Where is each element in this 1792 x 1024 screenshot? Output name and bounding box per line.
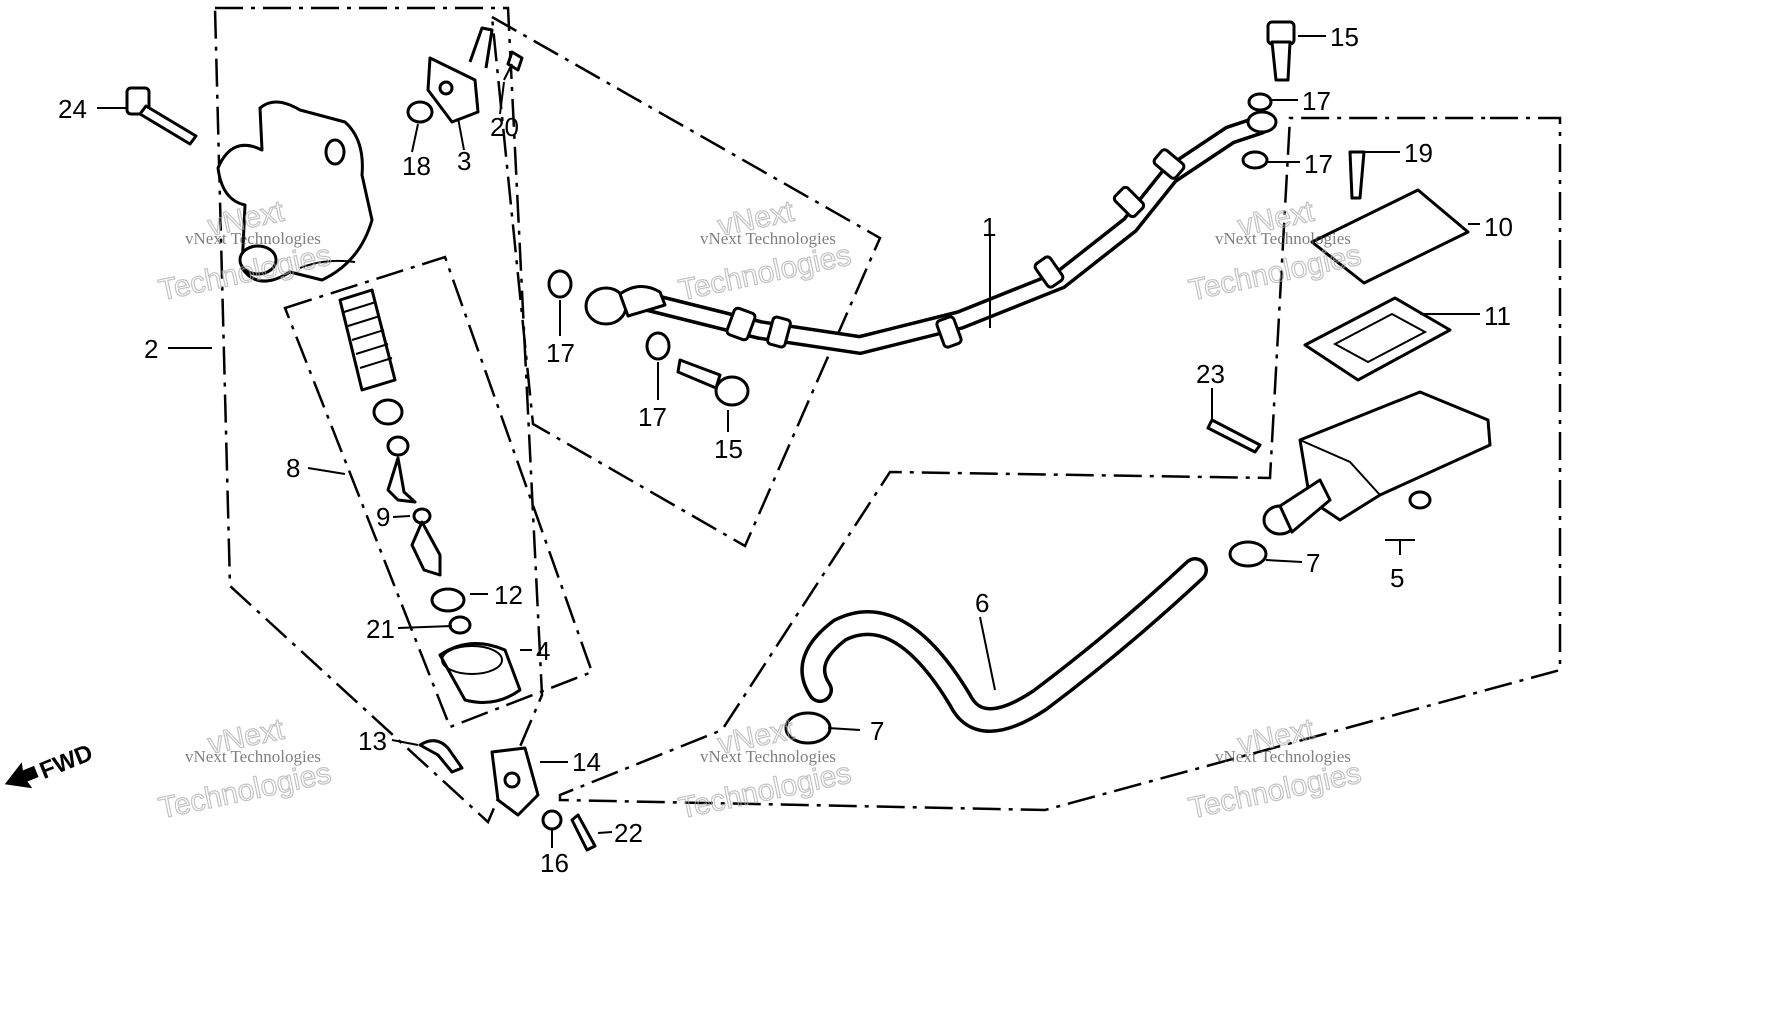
piston-9-icon — [410, 507, 442, 577]
master-cylinder-assembly-outline — [213, 6, 544, 825]
washer-17-lower-mid-icon — [645, 331, 671, 361]
callout-19: 19 — [1404, 138, 1433, 168]
callout-6: 6 — [975, 588, 989, 618]
callout-17-lower-mid: 17 — [638, 402, 667, 432]
leader-lines — [97, 35, 1480, 848]
watermark-text: Technologies — [156, 757, 334, 826]
washer-8-icon — [372, 398, 404, 426]
washer-17-upper-a-icon — [1247, 92, 1273, 112]
callout-16: 16 — [540, 848, 569, 878]
diaphragm-11-icon — [1303, 296, 1452, 382]
callout-17-upper-b: 17 — [1304, 149, 1333, 179]
fwd-label: FWD — [36, 739, 97, 785]
watermark-text: Technologies — [676, 757, 854, 826]
washer-16-icon — [541, 809, 563, 831]
bolt-20-icon — [503, 50, 524, 81]
callout-22: 22 — [614, 818, 643, 848]
watermark-text: Technologies — [676, 239, 854, 308]
bolt-24-icon — [125, 86, 198, 146]
callout-14: 14 — [572, 747, 601, 777]
piston-cup-8-icon — [386, 435, 417, 504]
clevis-14-icon — [490, 746, 540, 817]
callout-11: 11 — [1484, 301, 1511, 331]
callout-15-lower: 15 — [714, 434, 743, 464]
watermark-text: vNext Technologies — [700, 747, 836, 766]
washer-21-icon — [448, 615, 472, 635]
watermark-text: vNext Technologies — [1215, 229, 1351, 248]
banjo-bolt-15-lower-icon — [676, 358, 750, 407]
callout-21: 21 — [366, 614, 395, 644]
callout-24: 24 — [58, 94, 87, 124]
master-cylinder-body-icon — [216, 100, 374, 283]
callout-17-lower-left: 17 — [546, 338, 575, 368]
watermark-text: Technologies — [1186, 757, 1364, 826]
reservoir-assembly-outline — [558, 116, 1562, 812]
callout-18: 18 — [402, 151, 431, 181]
callout-7-upper: 7 — [1306, 548, 1320, 578]
reservoir-cap-10-icon — [1310, 188, 1470, 285]
reservoir-5-icon — [1262, 390, 1492, 536]
washer-17-lower-left-icon — [547, 269, 573, 299]
callout-7-lower: 7 — [870, 716, 884, 746]
callout-15-upper: 15 — [1330, 22, 1359, 52]
watermark-text: vNext Technologies — [185, 229, 321, 248]
seal-12-icon — [430, 587, 466, 613]
watermark-text: vNext Technologies — [700, 229, 836, 248]
banjo-bolt-15-upper-icon — [1266, 20, 1296, 82]
piston-kit-outline — [283, 255, 594, 729]
callout-13: 13 — [358, 726, 387, 756]
cotter-pin-13-icon — [418, 739, 464, 774]
hose-assembly-outline — [490, 14, 882, 548]
callout-2: 2 — [144, 334, 158, 364]
o-ring-18-icon — [406, 100, 434, 124]
screw-23-icon — [1206, 418, 1262, 454]
pin-22-icon — [570, 813, 597, 852]
forward-direction-indicator: FWD — [4, 739, 97, 789]
callout-3: 3 — [457, 146, 471, 176]
callout-10: 10 — [1484, 212, 1513, 242]
washer-17-upper-b-icon — [1241, 150, 1269, 170]
callout-17-upper-a: 17 — [1302, 86, 1331, 116]
boot-4-icon — [438, 642, 522, 704]
clutch-hose-1-icon — [584, 110, 1278, 356]
callout-4: 4 — [536, 636, 550, 666]
callout-20: 20 — [490, 112, 519, 142]
callout-8: 8 — [286, 453, 300, 483]
watermark-text: vNext Technologies — [185, 747, 321, 766]
fitting-3-icon — [426, 26, 494, 124]
hose-clip-7-upper-icon — [1228, 540, 1268, 568]
callout-23: 23 — [1196, 359, 1225, 389]
watermark-text: Technologies — [1186, 239, 1364, 308]
callout-1: 1 — [982, 212, 996, 242]
spring-8-icon — [338, 288, 397, 392]
arrow-left-icon — [4, 762, 39, 789]
callout-12: 12 — [494, 580, 523, 610]
screw-19-icon — [1348, 150, 1366, 200]
callout-9: 9 — [376, 502, 390, 532]
callout-5: 5 — [1390, 563, 1404, 593]
reservoir-hose-6-icon — [800, 557, 1208, 733]
watermark-text: vNext Technologies — [1215, 747, 1351, 766]
